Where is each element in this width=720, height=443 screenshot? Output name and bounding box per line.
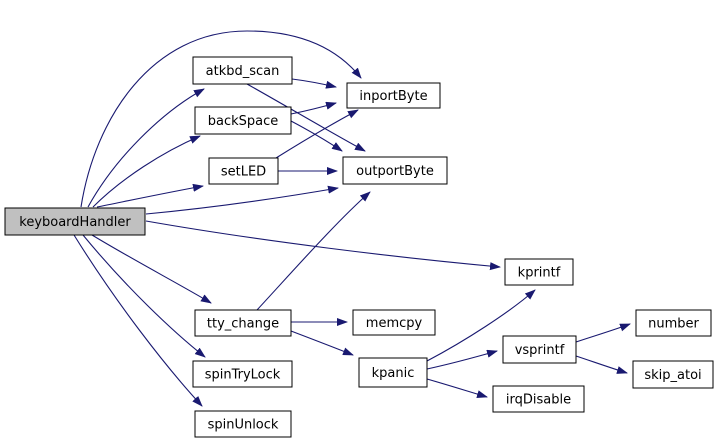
- node-label: outportByte: [356, 164, 434, 179]
- edge-tty_change-to-outportByte: [256, 191, 371, 311]
- edge-keyboardHandler-to-tty_change: [91, 234, 212, 304]
- edge-keyboardHandler-to-inportByte: [80, 30, 362, 208]
- edge-keyboardHandler-to-kprintf: [145, 220, 501, 271]
- edge-setLED-to-inportByte: [275, 109, 359, 159]
- node-box: [208, 157, 279, 185]
- node-box: [342, 156, 448, 185]
- node-label: keyboardHandler: [19, 215, 131, 230]
- node-vsprintf[interactable]: vsprintf: [502, 335, 577, 364]
- node-memcpy[interactable]: memcpy: [352, 309, 436, 336]
- node-skip_atoi[interactable]: skip_atoi: [632, 360, 714, 389]
- node-box: [632, 360, 714, 389]
- edges-layer: [73, 30, 631, 407]
- node-box: [192, 360, 293, 388]
- node-label: vsprintf: [515, 343, 565, 358]
- node-label: spinUnlock: [208, 418, 279, 433]
- edge-keyboardHandler-to-backSpace: [92, 135, 201, 208]
- node-inportByte[interactable]: inportByte: [346, 82, 441, 109]
- node-keyboardHandler: keyboardHandler: [4, 207, 146, 236]
- node-label: number: [648, 317, 699, 332]
- node-box: [492, 385, 585, 413]
- node-atkbd_scan[interactable]: atkbd_scan: [192, 56, 293, 85]
- edge-keyboardHandler-to-atkbd_scan: [87, 88, 205, 208]
- node-outportByte[interactable]: outportByte: [342, 156, 448, 185]
- node-label: backSpace: [208, 114, 279, 129]
- edge-keyboardHandler-to-setLED: [96, 183, 204, 208]
- node-irqDisable[interactable]: irqDisable: [492, 385, 585, 413]
- node-box: [192, 56, 293, 85]
- node-box: [504, 258, 574, 286]
- edge-atkbd_scan-to-inportByte: [291, 78, 337, 89]
- node-box: [194, 309, 292, 337]
- edge-keyboardHandler-to-spinTryLock: [82, 234, 206, 358]
- edge-keyboardHandler-to-outportByte: [145, 185, 339, 215]
- node-box: [194, 106, 292, 135]
- node-tty_change[interactable]: tty_change: [194, 309, 292, 337]
- node-label: kprintf: [518, 266, 561, 281]
- node-box: [352, 309, 436, 336]
- node-label: memcpy: [366, 316, 423, 331]
- edge-atkbd_scan-to-outportByte: [246, 83, 366, 152]
- nodes-layer: keyboardHandler atkbd_scan backSpace setLED…: [4, 56, 714, 438]
- node-setLED[interactable]: setLED: [208, 157, 279, 185]
- node-kprintf[interactable]: kprintf: [504, 258, 574, 286]
- node-backSpace[interactable]: backSpace: [194, 106, 292, 135]
- node-box: [358, 357, 428, 388]
- edge-tty_change-to-kpanic: [290, 330, 354, 356]
- node-label: atkbd_scan: [206, 64, 280, 79]
- edge-kpanic-to-irqDisable: [426, 378, 488, 398]
- edge-kpanic-to-vsprintf: [426, 349, 498, 370]
- node-box: [194, 410, 292, 438]
- edge-backSpace-to-inportByte: [290, 101, 337, 115]
- node-box: [346, 82, 441, 109]
- edge-backSpace-to-outportByte: [290, 120, 343, 152]
- node-label: setLED: [221, 165, 266, 180]
- node-label: spinTryLock: [205, 368, 281, 383]
- edge-vsprintf-to-skip_atoi: [575, 355, 628, 374]
- node-box: [502, 335, 577, 364]
- edge-kpanic-to-kprintf: [426, 289, 536, 362]
- node-box: [4, 207, 146, 236]
- node-label: irqDisable: [506, 393, 571, 408]
- node-label: tty_change: [207, 317, 279, 332]
- node-number[interactable]: number: [635, 309, 712, 337]
- node-label: inportByte: [359, 89, 427, 104]
- node-spinUnlock[interactable]: spinUnlock: [194, 410, 292, 438]
- edge-vsprintf-to-number: [575, 323, 631, 343]
- node-label: kpanic: [372, 366, 415, 381]
- node-spinTryLock[interactable]: spinTryLock: [192, 360, 293, 388]
- edge-keyboardHandler-to-spinUnlock: [73, 234, 203, 407]
- node-label: skip_atoi: [644, 368, 701, 383]
- node-kpanic[interactable]: kpanic: [358, 357, 428, 388]
- node-box: [635, 309, 712, 337]
